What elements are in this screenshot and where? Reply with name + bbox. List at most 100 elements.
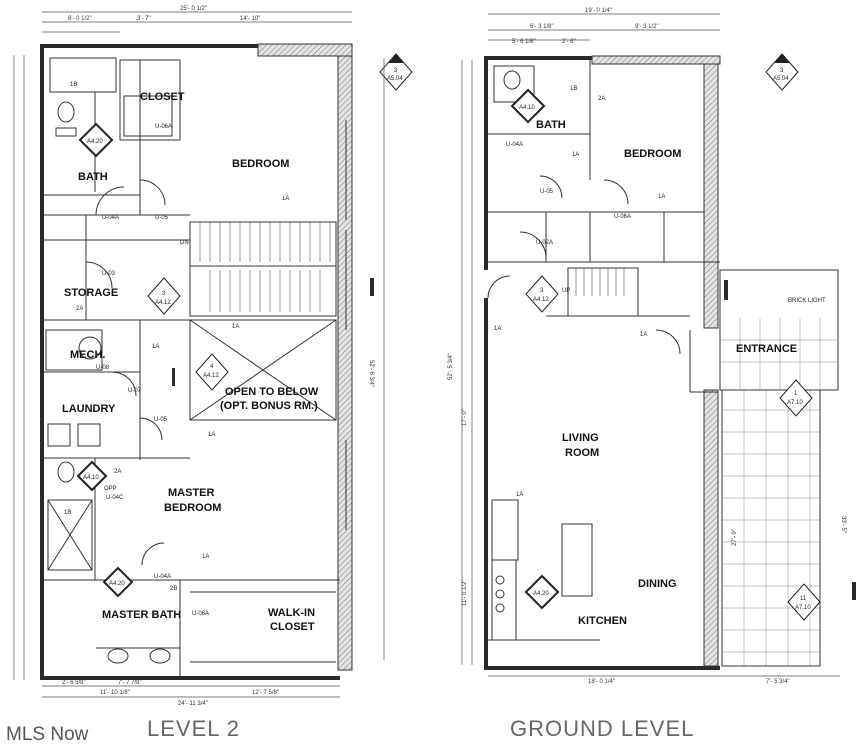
svg-text:U-04A: U-04A xyxy=(102,215,119,221)
svg-text:1B: 1B xyxy=(70,82,77,88)
svg-text:1A: 1A xyxy=(640,332,647,338)
svg-text:U-04A: U-04A xyxy=(154,574,171,580)
svg-text:U-08: U-08 xyxy=(96,365,110,371)
dim-l2-c: 14'- 10" xyxy=(240,16,260,22)
room-dining: DINING xyxy=(638,578,677,590)
dim-g-d: 5'- 6 1/8" xyxy=(512,39,536,45)
caption-level-2: LEVEL 2 xyxy=(147,716,240,741)
svg-text:3: 3 xyxy=(540,288,544,294)
room-mech: MECH. xyxy=(70,349,105,361)
svg-text:2B: 2B xyxy=(170,586,177,592)
ground-plan: 19'- 0 1/4" 6'- 3 1/8" 9'- 3 1/2" 5'- 6 … xyxy=(448,8,856,685)
dim-l2-bot2: 12'- 7 5/8" xyxy=(252,690,279,696)
elevation-marker-laundry: A4.10 xyxy=(76,460,108,492)
svg-text:1: 1 xyxy=(794,391,798,397)
dim-g-left: 52'- 5 3/4" xyxy=(448,353,454,380)
svg-text:A4.12: A4.12 xyxy=(155,300,171,306)
dim-l2-total: 25'- 0 1/2" xyxy=(180,6,207,12)
svg-text:U-04A: U-04A xyxy=(506,142,523,148)
svg-text:3: 3 xyxy=(162,291,166,297)
room-walkin: WALK-IN xyxy=(268,607,315,619)
dim-g-mid1: 17'- 0" xyxy=(462,409,468,426)
room-bedroom-l2: BEDROOM xyxy=(232,158,289,170)
dim-l2-right: 52'- 6 3/4" xyxy=(368,360,374,387)
svg-text:1A: 1A xyxy=(572,152,579,158)
svg-text:3: 3 xyxy=(780,68,784,74)
svg-text:2A: 2A xyxy=(76,306,83,312)
level2-plan: 25'- 0 1/2" 6'- 0 1/2" 3'- 7" 14'- 10" xyxy=(13,6,413,707)
svg-text:1A: 1A xyxy=(152,344,159,350)
dim-g-mid2: 11'- 0 1/2" xyxy=(462,579,468,606)
dim-g-bot-b: 7'- 5 3/4" xyxy=(766,679,790,685)
dim-l2-b: 3'- 7" xyxy=(137,16,151,22)
svg-text:1B: 1B xyxy=(64,510,71,516)
svg-text:A7.10: A7.10 xyxy=(795,605,811,611)
svg-text:U-06A: U-06A xyxy=(192,611,209,617)
svg-text:OPP: OPP xyxy=(104,486,117,492)
svg-text:U-02A: U-02A xyxy=(536,240,553,246)
room-living-room: ROOM xyxy=(565,447,599,459)
svg-text:A4.10: A4.10 xyxy=(519,105,535,111)
dim-g-c: 2'- 6" xyxy=(562,39,576,45)
svg-text:2A: 2A xyxy=(598,96,605,102)
svg-text:1A: 1A xyxy=(208,432,215,438)
section-marker-side: 11 A7.10 xyxy=(787,583,821,621)
svg-text:1A: 1A xyxy=(282,196,289,202)
room-open-below: OPEN TO BELOW xyxy=(225,386,319,398)
room-bath-ground: BATH xyxy=(536,119,566,131)
room-master-bedroom: BEDROOM xyxy=(164,502,221,514)
caption-ground-level: GROUND LEVEL xyxy=(510,716,694,741)
elevation-marker-bath: A4.20 xyxy=(78,122,114,158)
svg-text:1A: 1A xyxy=(658,194,665,200)
room-walkin-closet: CLOSET xyxy=(270,621,315,633)
label-brick-light: BRICK LIGHT xyxy=(788,298,826,304)
dim-g-right1: 27'- 9" xyxy=(732,529,738,546)
svg-text:A5.04: A5.04 xyxy=(387,76,403,82)
svg-text:A4.12: A4.12 xyxy=(533,297,549,303)
svg-text:U-05: U-05 xyxy=(540,189,554,195)
watermark-mls-now: MLS Now xyxy=(6,724,89,745)
room-kitchen: KITCHEN xyxy=(578,615,627,627)
elevation-marker-ground-bath: A4.10 xyxy=(510,88,546,124)
svg-text:U-03: U-03 xyxy=(102,271,116,277)
svg-text:U-05: U-05 xyxy=(155,215,169,221)
svg-text:A4.20: A4.20 xyxy=(87,139,103,145)
dim-l2-bot-a: 2'- 6 5/8" xyxy=(62,680,86,686)
svg-text:1A: 1A xyxy=(494,326,501,332)
dim-l2-bot-b: 7'- 7 7/8" xyxy=(118,680,142,686)
dim-l2-bot-total: 24'- 11 3/4" xyxy=(178,701,208,707)
room-master: MASTER xyxy=(168,487,215,499)
svg-text:1B: 1B xyxy=(570,86,577,92)
room-bonus: (OPT. BONUS RM.) xyxy=(220,400,318,412)
svg-text:2A: 2A xyxy=(114,469,121,475)
svg-text:A4.20: A4.20 xyxy=(533,591,549,597)
section-marker-stair: 3 A4.12 xyxy=(147,277,181,315)
elevation-marker-kitchen: A4.20 xyxy=(524,574,560,610)
dim-l2-bot1: 11'- 10 1/8" xyxy=(100,690,130,696)
dim-g-a: 6'- 3 1/8" xyxy=(530,24,554,30)
dim-g-right2: 33'- 5" xyxy=(840,516,846,533)
svg-text:A5.04: A5.04 xyxy=(773,76,789,82)
svg-text:1A: 1A xyxy=(516,492,523,498)
svg-text:A4.12: A4.12 xyxy=(203,373,219,379)
room-storage: STORAGE xyxy=(64,287,118,299)
section-marker-open: 4 A4.12 xyxy=(195,353,229,391)
room-closet: CLOSET xyxy=(140,91,185,103)
svg-text:A7.10: A7.10 xyxy=(787,400,803,406)
dim-g-b: 9'- 3 1/2" xyxy=(635,24,659,30)
svg-text:DN: DN xyxy=(180,240,189,246)
svg-text:1A: 1A xyxy=(202,554,209,560)
room-bedroom-ground: BEDROOM xyxy=(624,148,681,160)
svg-text:U-04C: U-04C xyxy=(106,495,124,501)
room-master-bath: MASTER BATH xyxy=(102,609,181,621)
svg-text:UP: UP xyxy=(562,288,570,294)
svg-text:11: 11 xyxy=(800,596,807,602)
svg-text:U-06A: U-06A xyxy=(155,124,172,130)
svg-text:3: 3 xyxy=(394,68,398,74)
room-living: LIVING xyxy=(562,432,599,444)
svg-text:U-07: U-07 xyxy=(128,388,142,394)
section-marker-l2-top: 3 A5.04 xyxy=(379,53,413,91)
room-laundry: LAUNDRY xyxy=(62,403,116,415)
section-marker-entrance: 1 A7.10 xyxy=(779,379,813,417)
